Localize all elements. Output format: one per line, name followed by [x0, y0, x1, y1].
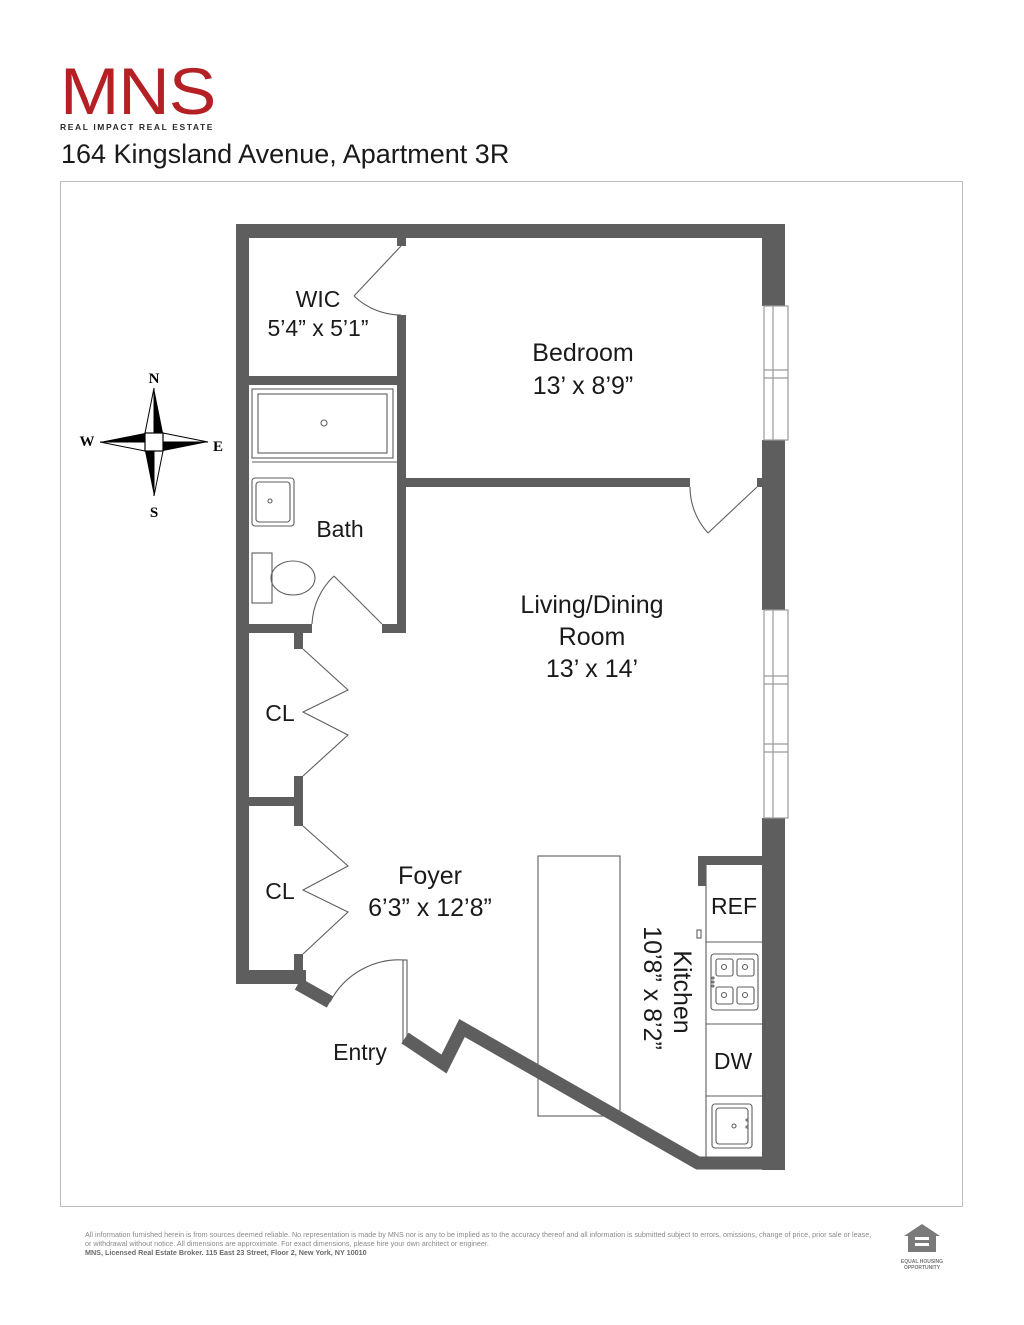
- foyer-dims: 6’3” x 12’8”: [368, 894, 492, 922]
- compass-n: N: [149, 371, 160, 387]
- compass-s: S: [150, 505, 158, 521]
- closet2-label: CL: [265, 878, 295, 904]
- windows: [763, 305, 789, 819]
- logo-wordmark: MNS: [60, 54, 216, 128]
- bath-fixtures: [251, 388, 397, 604]
- bedroom-label: Bedroom: [532, 339, 633, 367]
- refrigerator-label: REF: [711, 893, 757, 919]
- living-label-line2: Room: [559, 623, 626, 651]
- mns-logo: MNS REAL IMPACT REAL ESTATE: [60, 58, 216, 132]
- bedroom-dims: 13’ x 8’9”: [533, 372, 634, 400]
- equal-housing-line2: OPPORTUNITY: [903, 1265, 941, 1271]
- foyer-label: Foyer: [398, 862, 462, 890]
- compass-rose: N S W E: [80, 371, 224, 521]
- kitchen-dims: 10’8” x 8’2”: [638, 926, 666, 1050]
- diagonal-exterior-wall: [294, 978, 785, 1170]
- floorplan-frame: [60, 181, 963, 1207]
- compass-e: E: [213, 439, 223, 455]
- exterior-walls: [236, 224, 785, 1170]
- interior-walls: [249, 238, 764, 984]
- entry-label: Entry: [333, 1039, 387, 1065]
- equal-housing-logo: EQUAL HOUSING OPPORTUNITY: [898, 1222, 946, 1271]
- closet1-label: CL: [265, 700, 295, 726]
- equal-housing-icon: [904, 1224, 940, 1252]
- kitchen-fixtures: [537, 855, 762, 1160]
- broker-info: MNS, Licensed Real Estate Broker. 115 Ea…: [85, 1248, 367, 1257]
- living-label-line1: Living/Dining: [520, 591, 663, 619]
- equal-housing-line1: EQUAL HOUSING: [900, 1259, 944, 1265]
- footer-disclaimer: All information furnished herein is from…: [85, 1230, 875, 1257]
- bath-label: Bath: [316, 516, 363, 542]
- doors: [301, 245, 758, 1045]
- living-dims: 13’ x 14’: [546, 655, 638, 683]
- listing-address: 164 Kingsland Avenue, Apartment 3R: [61, 139, 510, 169]
- disclaimer-text: All information furnished herein is from…: [85, 1230, 872, 1248]
- wic-label: WIC: [296, 286, 341, 312]
- wic-dims: 5’4” x 5’1”: [268, 315, 369, 341]
- compass-w: W: [80, 434, 95, 450]
- room-labels: WIC 5’4” x 5’1” Bedroom 13’ x 8’9” Bath …: [265, 286, 757, 1074]
- logo-tagline: REAL IMPACT REAL ESTATE: [60, 122, 215, 132]
- dishwasher-label: DW: [714, 1048, 753, 1074]
- kitchen-label: Kitchen: [668, 950, 696, 1033]
